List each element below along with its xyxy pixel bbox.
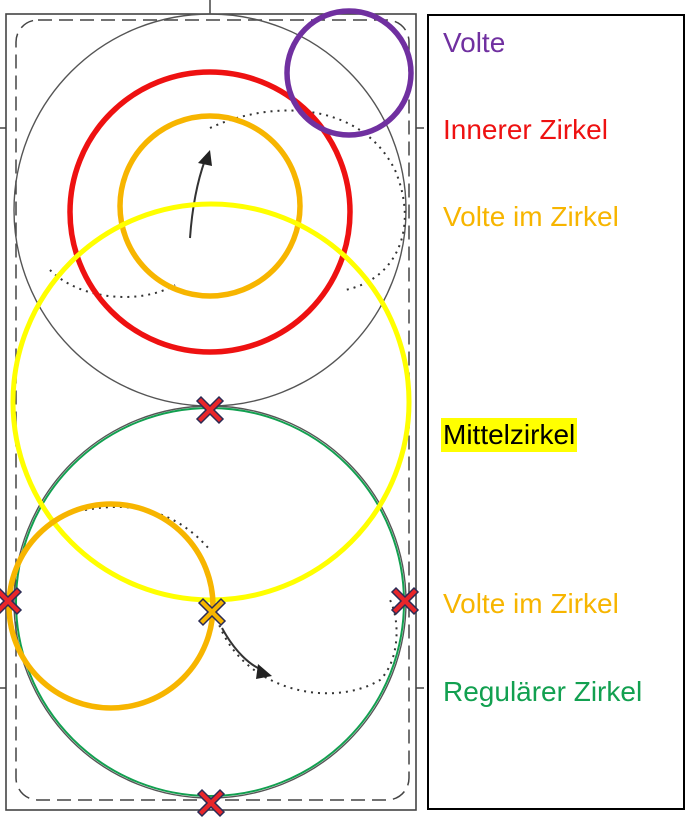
dotted-path-upper (49, 109, 406, 298)
legend-volte: Volte (443, 27, 506, 58)
legend-panel: Volte Innerer Zirkel Volte im Zirkel Mit… (427, 14, 685, 810)
legend-regulaerer-zirkel: Regulärer Zirkel (443, 676, 643, 707)
arrow-path-lower (221, 627, 263, 671)
innerer-zirkel-circle (67, 69, 353, 355)
legend-mittelzirkel: Mittelzirkel (441, 418, 578, 452)
legend-volte-im-zirkel-top: Volte im Zirkel (443, 201, 619, 232)
x-mark-icon (196, 788, 226, 818)
volte-im-zirkel-circle-upper (117, 113, 303, 299)
arrowhead-icon (198, 150, 212, 166)
volte-im-zirkel-circle-lower (6, 501, 216, 711)
x-mark-icon (197, 597, 227, 627)
arrow-path-upper (189, 159, 206, 239)
mittelzirkel-circle (10, 201, 412, 603)
x-mark-icon (390, 586, 420, 616)
volte-circle (284, 8, 414, 138)
wall-ticks (0, 0, 424, 689)
legend-volte-im-zirkel-bottom: Volte im Zirkel (443, 588, 619, 619)
arrowhead-icon (256, 664, 272, 679)
legend-innerer-zirkel: Innerer Zirkel (443, 114, 608, 145)
x-mark-icon (0, 586, 23, 616)
x-mark-icon (195, 395, 225, 425)
